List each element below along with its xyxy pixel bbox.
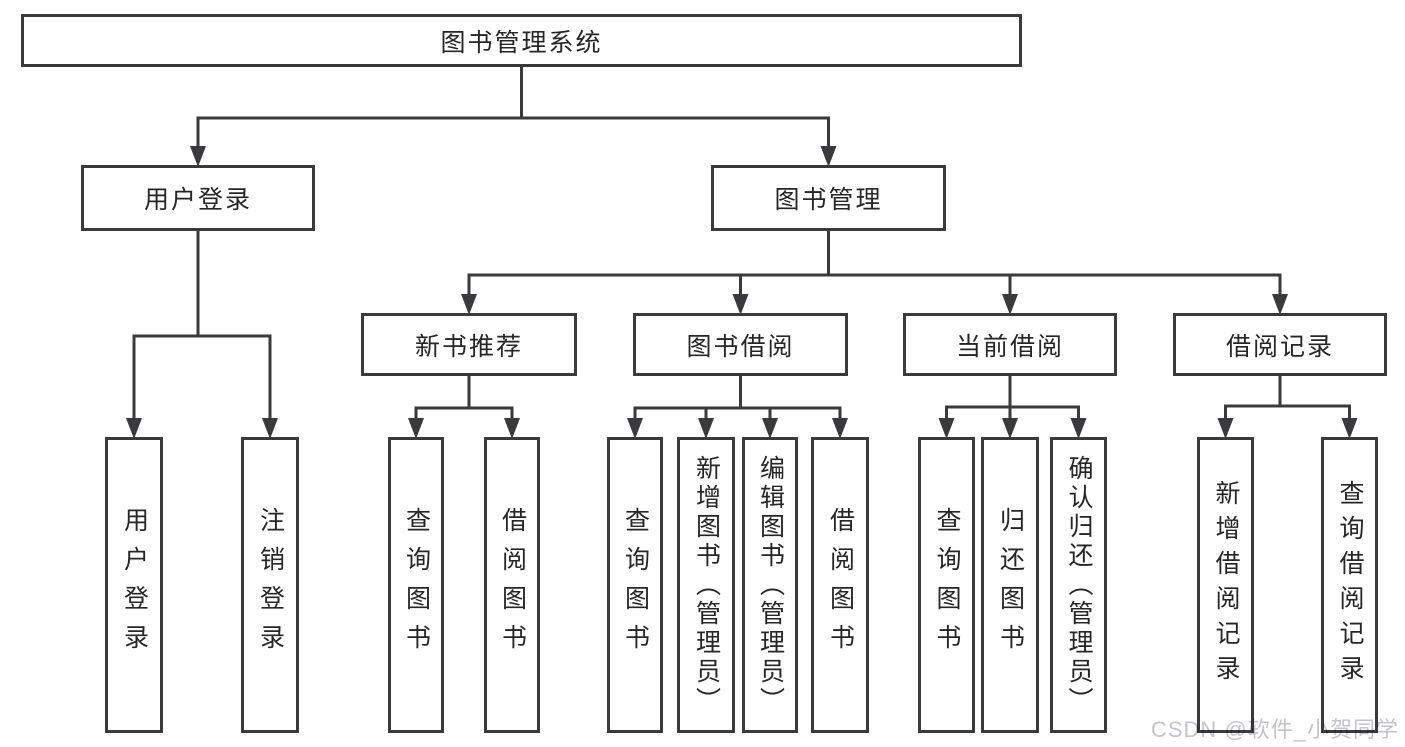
node-query-books-2: 查询图书 [607,437,663,733]
node-edit-book-admin: 编辑图书（管理员） [742,437,798,733]
node-label: 新书推荐 [414,332,523,361]
node-label: 借阅记录 [1225,332,1334,361]
node-label: 确认归还（管理员） [1065,454,1093,716]
node-label: 归还图书 [996,507,1025,663]
node-book-borrow: 图书借阅 [633,313,848,376]
node-return-book: 归还图书 [981,437,1039,733]
node-new-book-rec: 新书推荐 [361,313,577,376]
node-label: 用户登录 [143,186,252,214]
node-label: 借阅图书 [826,507,855,663]
node-label: 图书借阅 [686,332,795,361]
node-query-borrow-record: 查询借阅记录 [1321,437,1378,733]
node-confirm-return-admin: 确认归还（管理员） [1050,437,1107,733]
node-label: 编辑图书（管理员） [756,454,785,716]
node-label: 用户登录 [120,507,149,663]
node-logout: 注销登录 [241,437,299,733]
node-query-books-1: 查询图书 [388,437,444,733]
node-label: 新增借阅记录 [1212,480,1240,690]
node-label: 新增图书（管理员） [692,454,721,716]
node-label: 查询图书 [621,507,650,663]
node-label: 注销登录 [256,507,285,663]
node-root: 图书管理系统 [21,14,1022,67]
node-add-book-admin: 新增图书（管理员） [677,437,735,733]
node-user-login: 用户登录 [81,165,315,231]
node-borrow-records: 借阅记录 [1173,313,1387,376]
node-borrow-books-2: 借阅图书 [811,437,869,733]
node-label: 查询借阅记录 [1336,480,1364,690]
node-label: 当前借阅 [955,332,1064,361]
node-current-borrow: 当前借阅 [903,313,1117,376]
node-label: 图书管理系统 [440,28,603,57]
node-add-borrow-record: 新增借阅记录 [1197,437,1254,733]
node-label: 查询图书 [933,507,961,663]
node-book-mgmt: 图书管理 [711,165,946,231]
node-borrow-books-1: 借阅图书 [484,437,540,733]
node-label: 查询图书 [402,507,431,663]
node-label: 借阅图书 [498,507,527,663]
node-query-books-3: 查询图书 [918,437,975,733]
node-user-login-leaf: 用户登录 [105,437,163,733]
node-label: 图书管理 [774,186,883,214]
